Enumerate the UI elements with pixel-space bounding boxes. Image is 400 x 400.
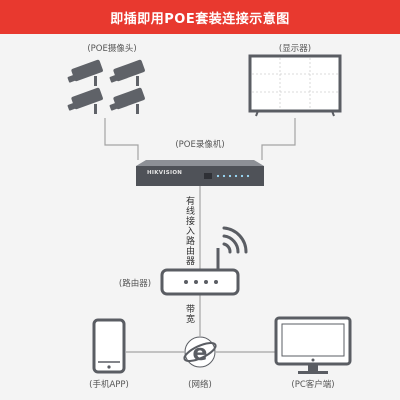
- camera-group: [67, 59, 145, 114]
- ie-icon: e: [183, 336, 217, 368]
- wired-connection-label: 有线接入路由器: [184, 196, 194, 266]
- network-label: (网络): [188, 380, 212, 390]
- monitor-to-nvr-line: [261, 118, 296, 160]
- connection-lines: [104, 118, 296, 353]
- nvr-label: (POE录像机): [175, 140, 225, 150]
- monitor-icon: [248, 54, 342, 117]
- page-title: 即插即用POE套装连接示意图: [0, 0, 400, 34]
- pc-icon: [274, 316, 352, 374]
- phone-label: (手机APP): [89, 380, 129, 390]
- bandwidth-label: 带宽: [184, 304, 194, 324]
- camera-icon: [67, 59, 103, 86]
- nvr-brand-logo: HIKVISION: [147, 170, 183, 176]
- phone-icon: [92, 318, 126, 374]
- camera-icon: [67, 87, 103, 114]
- camera-icon: [109, 87, 145, 114]
- router-icon: [160, 226, 248, 296]
- cameras-label: (POE摄像头): [87, 44, 137, 54]
- camera-to-nvr-line: [104, 118, 139, 160]
- monitor-label: (显示器): [278, 44, 312, 54]
- nvr-icon: [136, 160, 264, 186]
- pc-label: (PC客户端): [291, 380, 335, 390]
- camera-icon: [109, 59, 145, 86]
- router-label: (路由器): [118, 279, 152, 289]
